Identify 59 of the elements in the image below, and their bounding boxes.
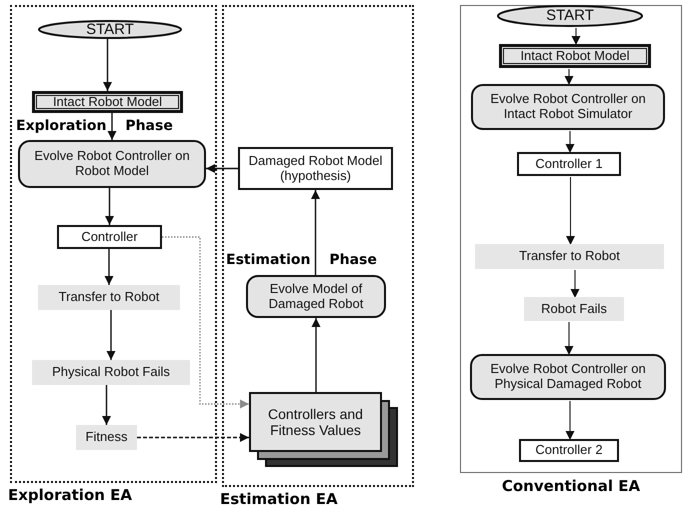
node-text: Controller xyxy=(81,230,138,244)
phase-heading: Estimation Phase xyxy=(226,252,377,268)
result-box xyxy=(238,147,393,190)
result-box xyxy=(517,152,621,176)
arrow xyxy=(108,113,116,140)
result-box xyxy=(519,439,619,462)
node-text: Robot Fails xyxy=(541,302,607,316)
arrow xyxy=(311,190,320,275)
step-label-box xyxy=(32,360,190,385)
arrow xyxy=(103,39,112,91)
step-label-box xyxy=(38,285,180,310)
arrow xyxy=(206,164,238,173)
process-box xyxy=(470,354,666,400)
node-text: Physical Robot Fails xyxy=(52,365,170,380)
node-text: Evolve Robot Controller on Intact Robot Simulator xyxy=(489,92,647,122)
arrow xyxy=(564,322,574,356)
start-oval xyxy=(497,5,643,27)
stacked-records-box xyxy=(249,392,398,467)
phase-heading: Exploration Phase xyxy=(16,118,173,134)
start-oval xyxy=(38,20,182,39)
arrow xyxy=(566,130,574,154)
arrow xyxy=(570,270,580,298)
process-box xyxy=(18,140,206,188)
arrow xyxy=(102,385,111,425)
node-text: START xyxy=(546,7,594,25)
arrow xyxy=(105,188,114,225)
panel-title: Exploration EA xyxy=(8,486,132,504)
node-text: Transfer to Robot xyxy=(58,290,160,305)
node-text: Evolve Robot Controller on Physical Damaged Robot xyxy=(489,362,647,392)
arrow xyxy=(566,176,575,246)
process-box xyxy=(246,275,386,318)
arrow xyxy=(106,310,116,360)
node-text: Damaged Robot Model (hypothesis) xyxy=(248,154,384,184)
node-text: Controllers and Fitness Values xyxy=(267,406,364,438)
arrow xyxy=(564,68,574,86)
node-text: Controller 1 xyxy=(535,156,603,172)
process-box xyxy=(471,84,665,130)
step-label-box xyxy=(76,425,137,450)
step-label-box xyxy=(475,244,664,269)
arrow xyxy=(137,433,249,442)
step-label-box xyxy=(524,297,624,321)
arrow xyxy=(312,318,320,392)
node-text: Controller 2 xyxy=(535,443,603,458)
node-text: Evolve Model of Damaged Robot xyxy=(268,282,364,312)
model-box xyxy=(32,91,183,113)
node-text: Transfer to Robot xyxy=(519,249,620,264)
panel-title: Conventional EA xyxy=(502,477,640,495)
node-text: Intact Robot Model xyxy=(52,94,162,110)
arrow xyxy=(572,28,580,46)
result-box xyxy=(57,225,162,249)
node-text: START xyxy=(86,20,134,38)
node-text: Fitness xyxy=(86,430,128,445)
arrow xyxy=(162,236,249,408)
node-text: Intact Robot Model xyxy=(520,48,630,64)
model-box xyxy=(499,44,651,68)
node-text: Evolve Robot Controller on Robot Model xyxy=(33,149,191,179)
panel-title: Estimation EA xyxy=(220,490,338,508)
arrow xyxy=(566,400,574,440)
arrow xyxy=(104,249,114,285)
